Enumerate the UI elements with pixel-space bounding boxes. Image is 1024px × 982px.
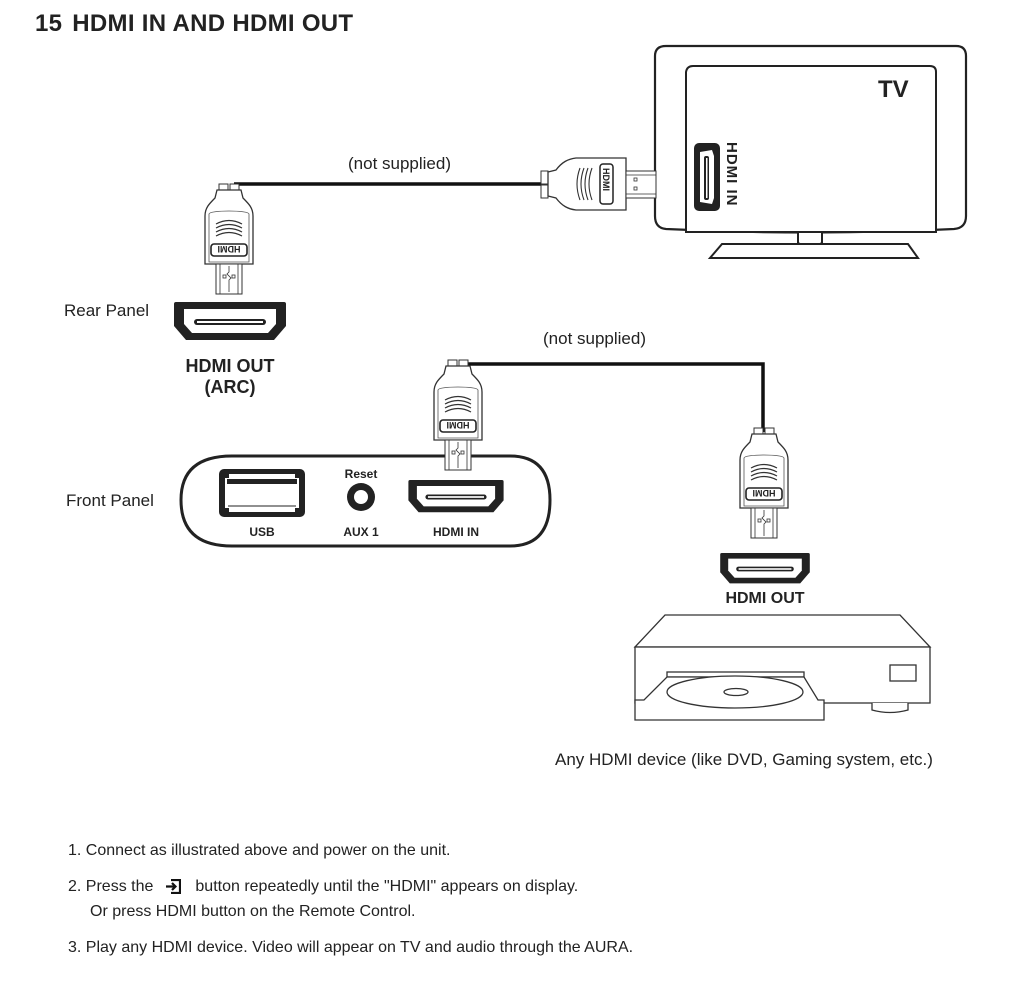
device-port-label: HDMI OUT [725,590,805,607]
section-number: 15 [35,10,63,37]
tv-hdmi-in-port [694,143,720,211]
svg-text:HDMI: HDMI [601,168,611,191]
step-text: Connect as illustrated above and power o… [85,842,451,859]
page-title: 15 HDMI IN AND HDMI OUT [35,10,353,38]
step-number: 2. [68,878,82,895]
rear-port-label: HDMI OUT (ARC) [170,356,290,398]
tv-illustration [653,44,968,259]
tv-side-hdmi-plug: HDMI [540,157,657,211]
front-side-hdmi-plug [433,359,483,471]
instruction-step: 2. Press the button repeatedly until the … [68,876,633,923]
rear-hdmi-out-port [174,302,286,340]
dvd-player-illustration [633,614,932,721]
tv-port-label: HDMI IN [723,142,740,207]
bottom-cable-note: (not supplied) [543,329,646,348]
usb-port [219,469,305,517]
instruction-step: 1. Connect as illustrated above and powe… [68,840,633,862]
front-panel-label: Front Panel [66,491,154,510]
front-hdmi-in-port [408,480,504,513]
reset-label: Reset [344,467,378,481]
instruction-step: 3. Play any HDMI device. Video will appe… [68,937,633,959]
rear-panel-label: Rear Panel [64,301,150,320]
device-caption: Any HDMI device (like DVD, Gaming system… [555,750,933,769]
usb-label: USB [249,525,275,539]
bottom-hdmi-cable [433,359,789,539]
aux-label: AUX 1 [343,525,379,539]
top-hdmi-cable: HDMI [204,157,657,295]
device-hdmi-out-port [720,553,810,584]
instruction-list: 1. Connect as illustrated above and powe… [68,840,633,973]
top-cable-note: (not supplied) [348,154,451,173]
step-text-before: Press the [85,878,154,895]
aux-jack [347,483,375,511]
input-source-icon [165,878,182,901]
front-hdmi-in-label: HDMI IN [433,525,479,539]
step-number: 3. [68,939,82,956]
step-text: Play any HDMI device. Video will appear … [85,939,634,956]
step-continuation: Or press HDMI button on the Remote Contr… [90,903,416,920]
step-number: 1. [68,842,82,859]
tv-label: TV [878,76,909,103]
section-title: HDMI IN AND HDMI OUT [72,10,354,37]
step-text-after: button repeatedly until the "HDMI" appea… [195,878,579,895]
rear-side-hdmi-plug [204,183,254,295]
rear-port-label-line1: HDMI OUT [185,356,275,376]
rear-port-label-line2: (ARC) [204,377,256,397]
front-panel-illustration [179,454,552,548]
device-side-hdmi-plug [739,427,789,539]
